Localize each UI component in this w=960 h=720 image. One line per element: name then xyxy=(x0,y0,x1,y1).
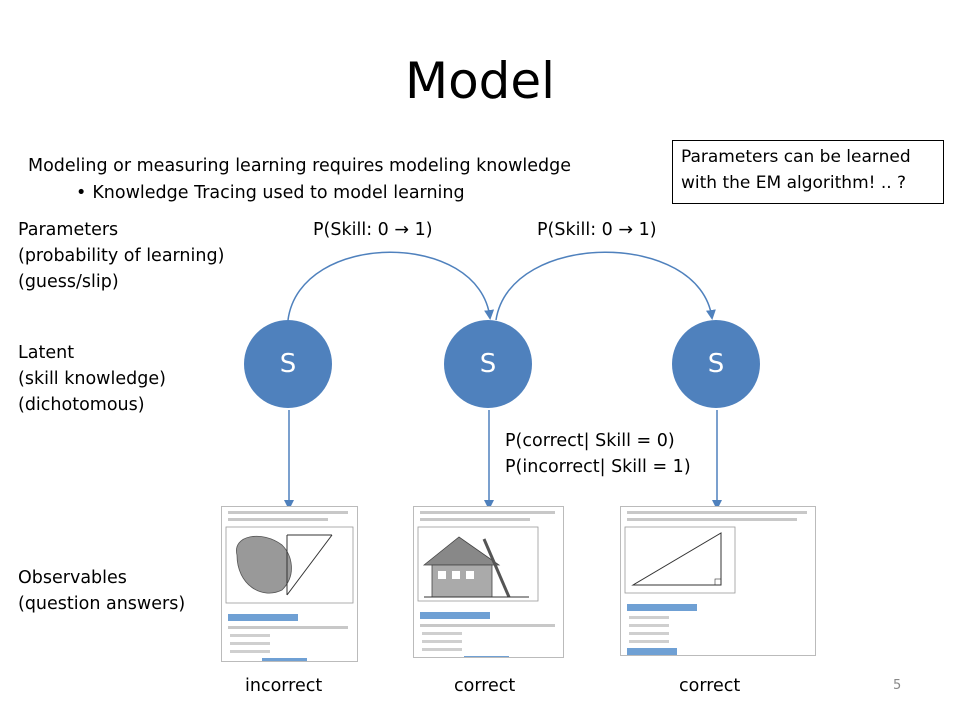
skill-node-2: S xyxy=(444,320,532,408)
transition-arrow-1 xyxy=(287,251,495,321)
page-number: 5 xyxy=(893,678,902,693)
latent-label-line: (skill knowledge) xyxy=(18,369,166,389)
observables-label: Observables (question answers) xyxy=(18,565,185,617)
outcome-label-2: correct xyxy=(454,676,516,696)
slide-title: Model xyxy=(404,52,556,110)
latent-label-line: Latent xyxy=(18,343,75,363)
em-callout-box: Parameters can be learned with the EM al… xyxy=(672,140,944,204)
parameters-label-line: (guess/slip) xyxy=(18,272,119,292)
transition-arrow-2 xyxy=(495,251,716,321)
transition-label-1: P(Skill: 0 → 1) xyxy=(313,220,433,240)
question-thumbnail-3 xyxy=(620,506,816,656)
observables-label-line: Observables xyxy=(18,568,127,588)
kite-triangle-diagram xyxy=(624,526,736,594)
outcome-label-1: incorrect xyxy=(245,676,323,696)
parameters-label: Parameters (probability of learning) (gu… xyxy=(18,217,224,295)
callout-line-2: with the EM algorithm! .. ? xyxy=(681,173,907,193)
emission-label: P(correct| Skill = 0) P(incorrect| Skill… xyxy=(505,428,691,480)
parameters-label-line: Parameters xyxy=(18,220,119,240)
skill-node-3: S xyxy=(672,320,760,408)
emission-label-line: P(incorrect| Skill = 1) xyxy=(505,457,691,477)
house-ladder-diagram xyxy=(417,526,539,602)
emission-label-line: P(correct| Skill = 0) xyxy=(505,431,675,451)
outcome-label-3: correct xyxy=(679,676,741,696)
question-thumbnail-1 xyxy=(221,506,358,662)
observables-label-line: (question answers) xyxy=(18,594,186,614)
boat-dock-diagram xyxy=(225,526,354,604)
callout-line-1: Parameters can be learned xyxy=(681,147,911,167)
transition-label-2: P(Skill: 0 → 1) xyxy=(537,220,657,240)
latent-label: Latent (skill knowledge) (dichotomous) xyxy=(18,340,166,418)
intro-text: Modeling or measuring learning requires … xyxy=(28,156,572,176)
skill-node-1: S xyxy=(244,320,332,408)
latent-label-line: (dichotomous) xyxy=(18,395,145,415)
parameters-label-line: (probability of learning) xyxy=(18,246,225,266)
question-thumbnail-2 xyxy=(413,506,564,658)
intro-bullet: Knowledge Tracing used to model learning xyxy=(76,180,464,206)
